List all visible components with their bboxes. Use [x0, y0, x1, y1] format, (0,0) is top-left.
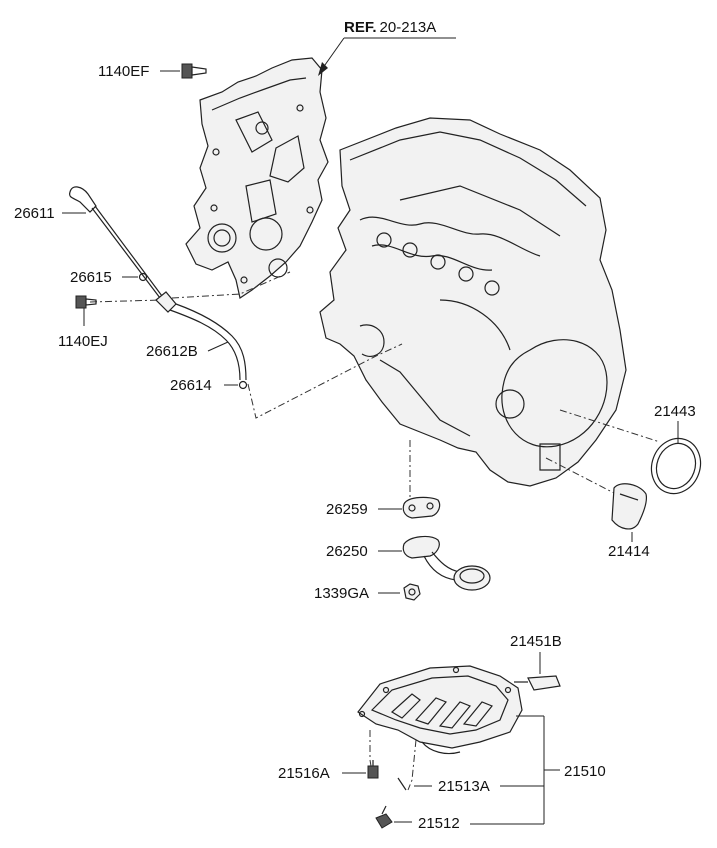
part-label-1140EJ: 1140EJ — [58, 333, 108, 350]
part-label-26250: 26250 — [326, 543, 368, 560]
part-1140EF: 1140EF — [98, 63, 207, 80]
part-label-21510: 21510 — [564, 763, 606, 780]
part-label-21513A: 21513A — [438, 778, 490, 795]
part-label-21512: 21512 — [418, 815, 460, 832]
part-21516A: 21516A — [278, 760, 379, 782]
part-21414: 21414 — [608, 483, 650, 560]
part-26611: 26611 — [14, 186, 163, 299]
part-21513A: 21513A — [397, 777, 544, 795]
part-label-21443: 21443 — [654, 403, 696, 420]
part-label-26612B: 26612B — [146, 343, 198, 360]
part-21451B: 21451B — [510, 633, 562, 691]
alignment-lines — [89, 271, 661, 791]
timing-cover-illustration — [185, 57, 329, 299]
part-21510: 21510 — [516, 715, 606, 824]
part-label-21414: 21414 — [608, 543, 650, 560]
oil-pan-illustration — [357, 665, 523, 755]
reference-callout: REF.20-213A — [318, 19, 456, 76]
part-1140EJ: 1140EJ — [58, 295, 108, 350]
part-26612B: 26612B — [146, 291, 247, 381]
part-label-26611: 26611 — [14, 205, 55, 222]
part-label-1339GA: 1339GA — [314, 585, 369, 602]
part-26259: 26259 — [326, 496, 441, 519]
part-26615: 26615 — [70, 269, 148, 286]
part-label-26614: 26614 — [170, 377, 212, 394]
part-label-21516A: 21516A — [278, 765, 330, 782]
part-label-1140EF: 1140EF — [98, 63, 149, 80]
part-21443: 21443 — [650, 403, 702, 495]
part-26250: 26250 — [326, 535, 491, 591]
engine-block-illustration — [319, 117, 627, 487]
reference-label: REF.20-213A — [344, 19, 436, 36]
part-label-21451B: 21451B — [510, 633, 562, 650]
part-1339GA: 1339GA — [314, 583, 421, 602]
part-21512: 21512 — [375, 805, 544, 832]
part-label-26615: 26615 — [70, 269, 112, 286]
part-label-26259: 26259 — [326, 501, 368, 518]
part-26614: 26614 — [170, 377, 248, 394]
